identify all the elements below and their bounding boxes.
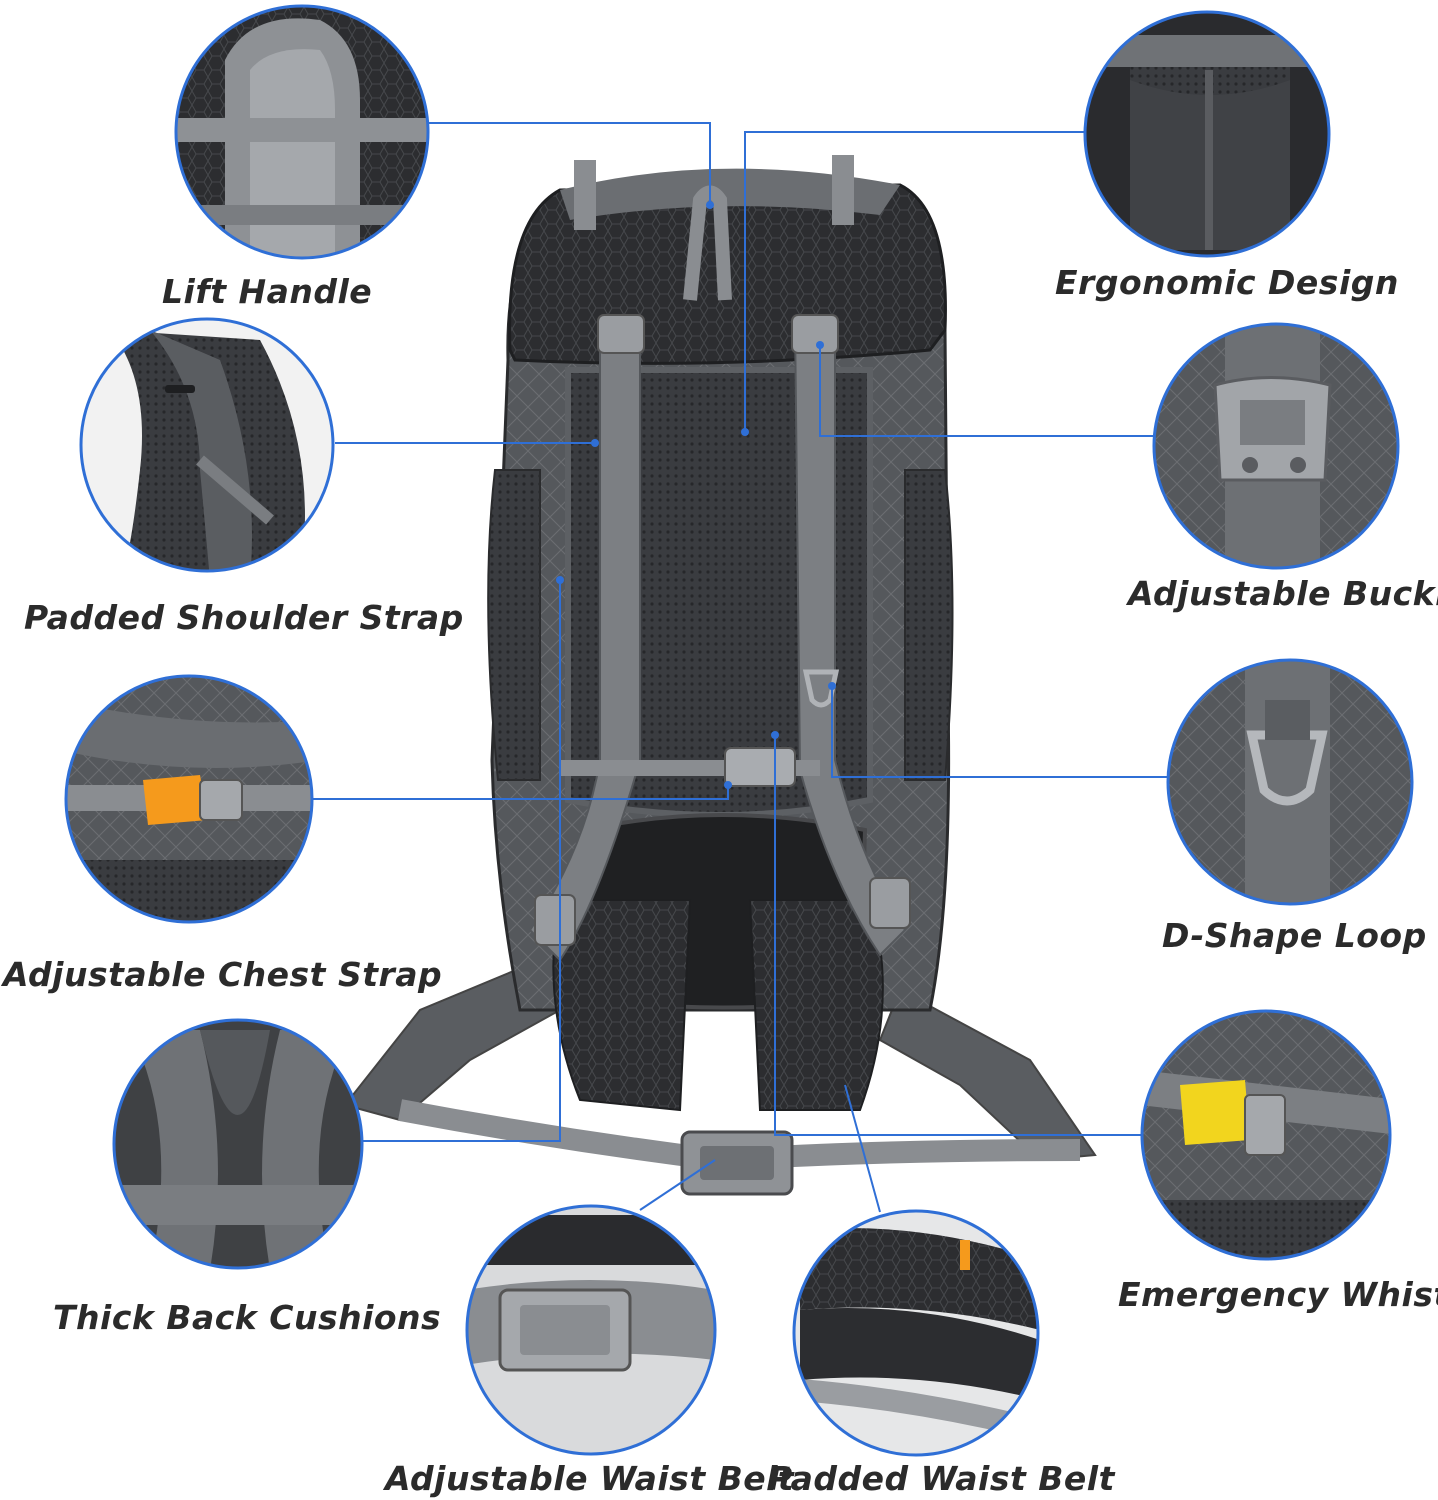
adjustable-waist-belt-label: Adjustable Waist Belt bbox=[385, 1459, 795, 1498]
adjustable-buckle-label: Adjustable Buckle bbox=[1128, 574, 1438, 613]
adjustable-chest-strap-label: Adjustable Chest Strap bbox=[3, 955, 443, 994]
ergonomic-design-callout bbox=[1083, 10, 1331, 258]
padded-shoulder-strap-callout bbox=[79, 317, 335, 573]
padded-waist-belt-label: Padded Waist Belt bbox=[768, 1459, 1115, 1498]
emergency-whistle-callout bbox=[1140, 1009, 1392, 1261]
thick-back-cushions-label: Thick Back Cushions bbox=[53, 1298, 442, 1337]
adjustable-chest-strap-callout bbox=[64, 674, 314, 924]
ergonomic-design-label: Ergonomic Design bbox=[1055, 263, 1399, 302]
adjustable-waist-belt-callout bbox=[465, 1204, 717, 1456]
d-shape-loop-label: D-Shape Loop bbox=[1162, 916, 1427, 955]
backpack bbox=[343, 155, 1097, 1196]
padded-waist-belt-callout bbox=[792, 1209, 1040, 1457]
leader-lines bbox=[312, 122, 1168, 1213]
lift-handle-label: Lift Handle bbox=[162, 272, 373, 311]
adjustable-buckle-callout bbox=[1152, 322, 1400, 570]
d-shape-loop-callout bbox=[1166, 658, 1414, 906]
padded-shoulder-strap-label: Padded Shoulder Strap bbox=[24, 598, 464, 637]
lift-handle-callout bbox=[174, 4, 430, 260]
emergency-whistle-label: Emergency Whistle bbox=[1118, 1275, 1438, 1314]
thick-back-cushions-callout bbox=[112, 1018, 364, 1270]
leader-dots bbox=[556, 201, 836, 789]
